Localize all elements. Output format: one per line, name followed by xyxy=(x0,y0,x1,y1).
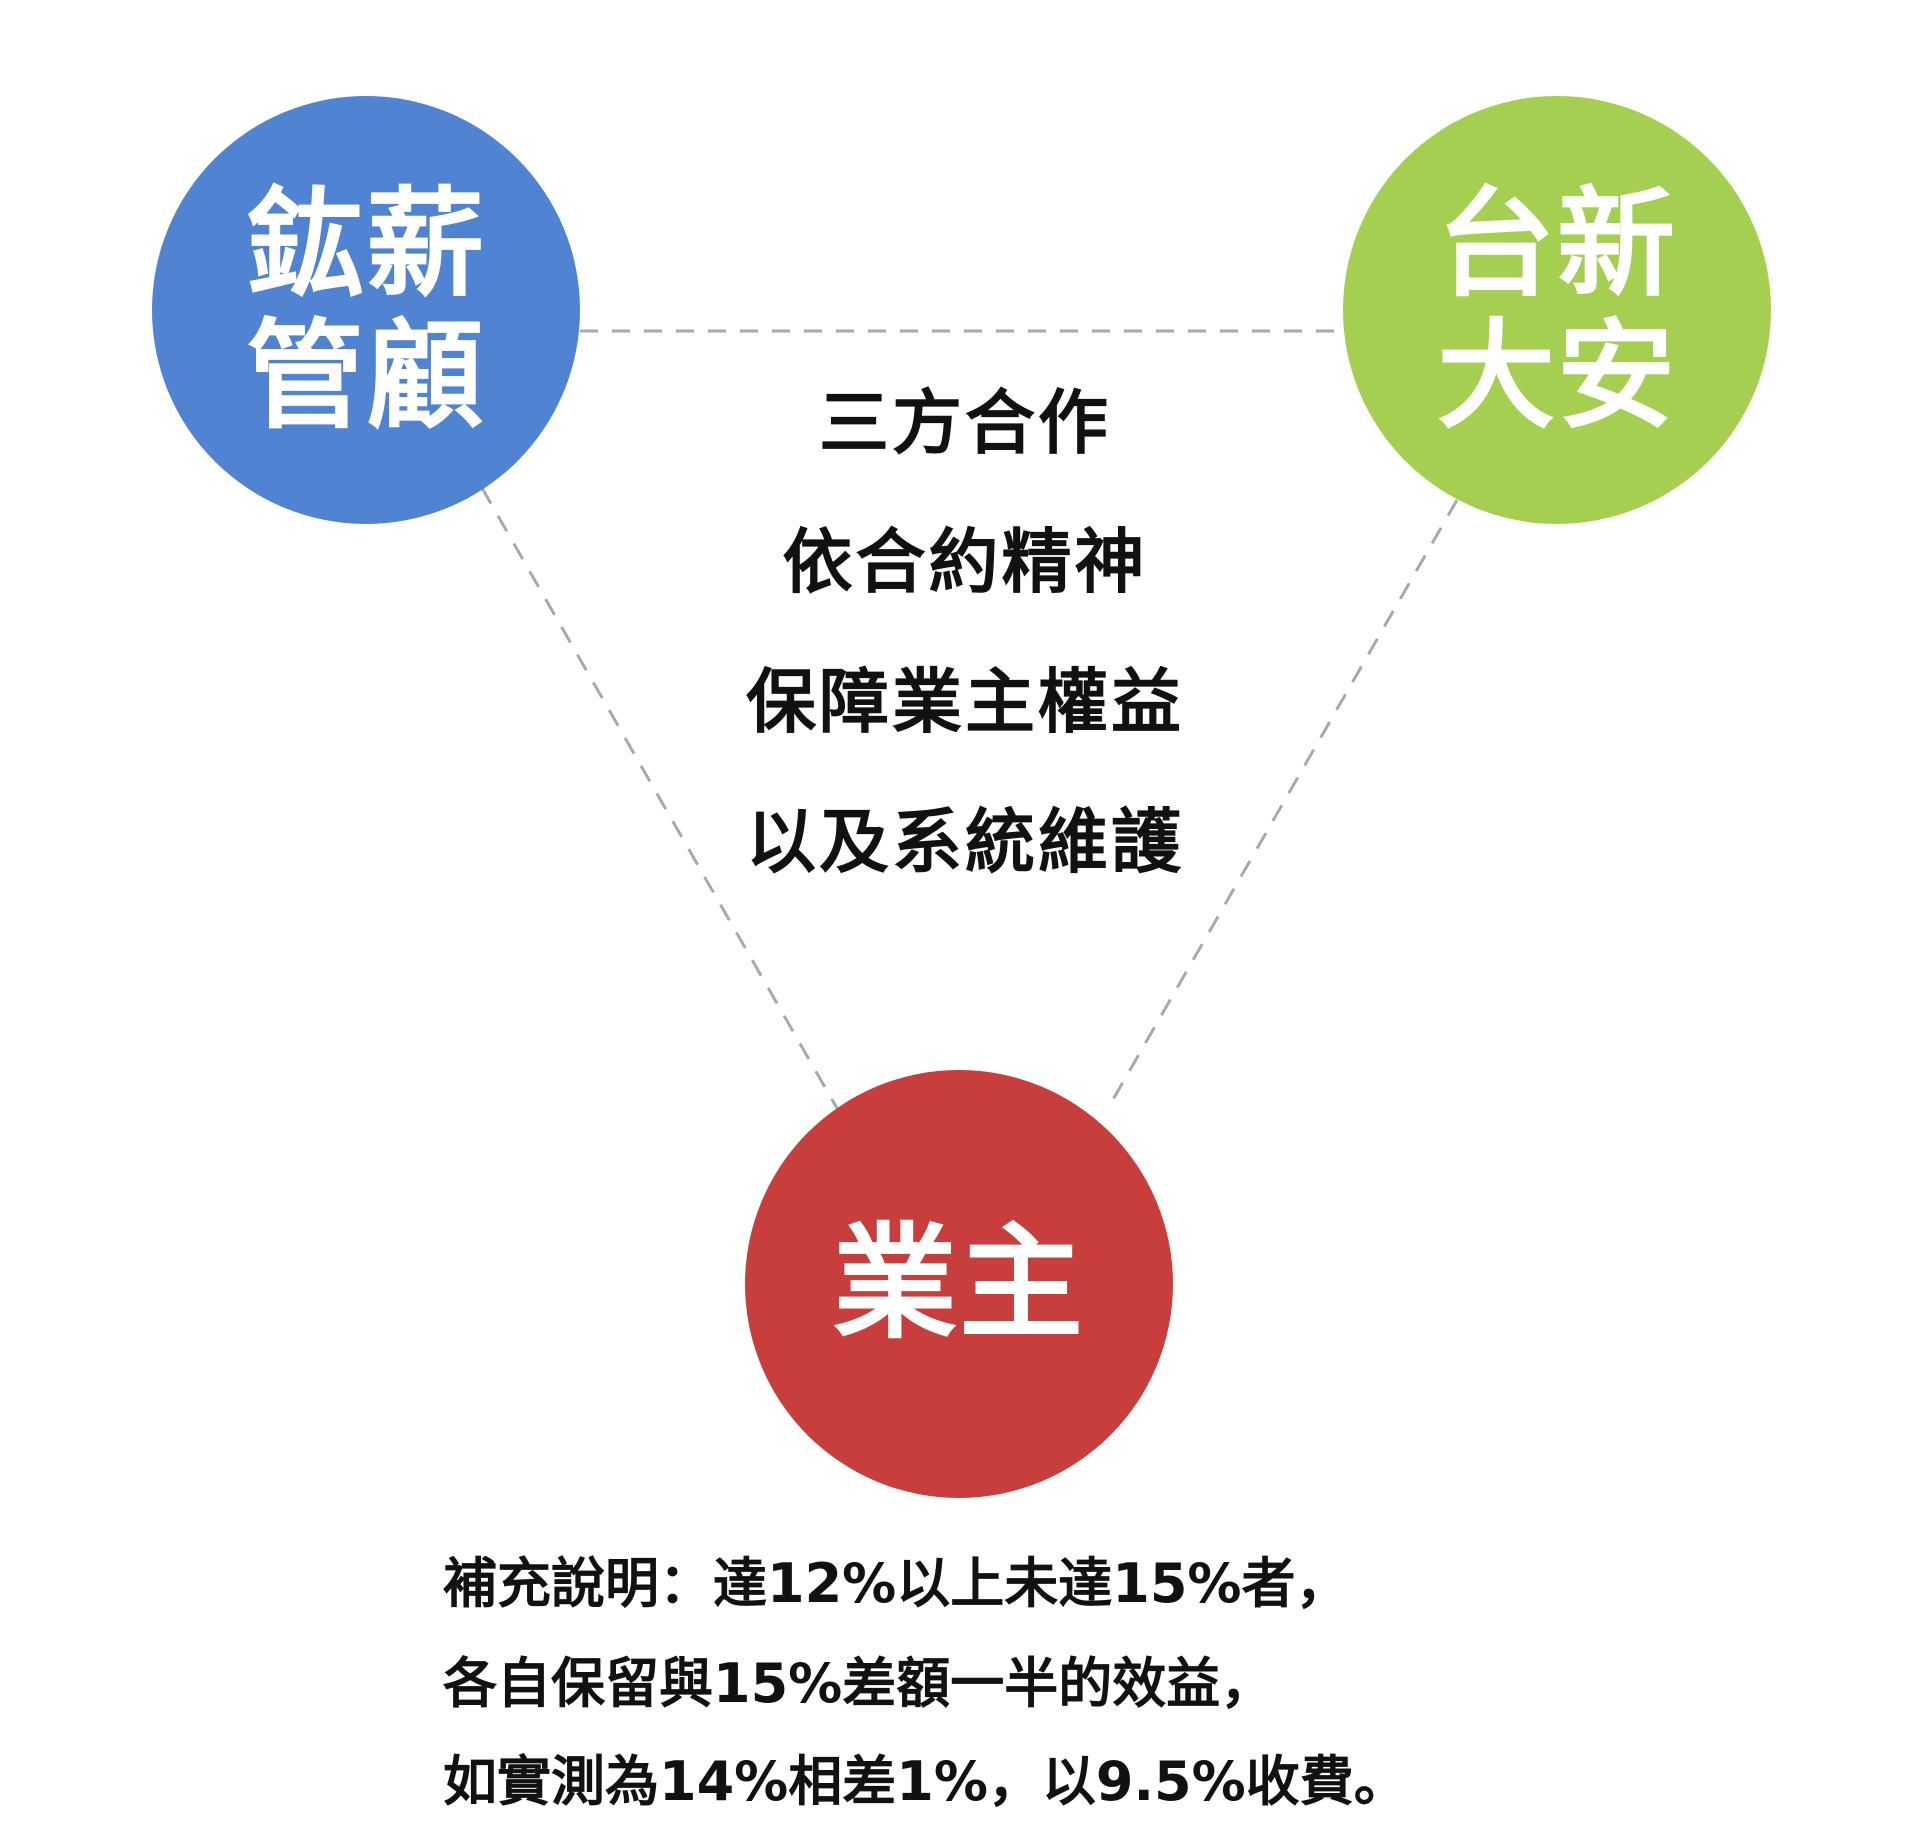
node-jingxin-consulting: 鈜薪 管顧 xyxy=(152,96,580,524)
note-text-line: 補充說明：達12%以上未達15%者， xyxy=(443,1552,1350,1615)
node-left-line2: 管顧 xyxy=(245,307,486,445)
note-text-line: 如實測為14%相差1%，以9.5%收費。 xyxy=(443,1750,1408,1813)
center-text-line: 以及系統維護 xyxy=(746,801,1184,883)
node-right-line2: 大安 xyxy=(1436,307,1677,445)
node-owner: 業主 xyxy=(745,1070,1173,1498)
connector-left-bottom xyxy=(480,487,840,1111)
node-left-line1: 鈜薪 xyxy=(245,175,486,313)
connector-right-bottom xyxy=(1105,499,1459,1111)
center-text-line: 依合約精神 xyxy=(782,521,1148,603)
node-right-line1: 台新 xyxy=(1436,175,1677,313)
note-text-line: 各自保留與15%差額一半的效益， xyxy=(443,1652,1275,1715)
node-bottom-label: 業主 xyxy=(832,1212,1085,1356)
node-taishin-daan: 台新 大安 xyxy=(1343,96,1771,524)
center-text-line: 三方合作 xyxy=(819,382,1111,464)
center-text-line: 保障業主權益 xyxy=(746,661,1184,743)
